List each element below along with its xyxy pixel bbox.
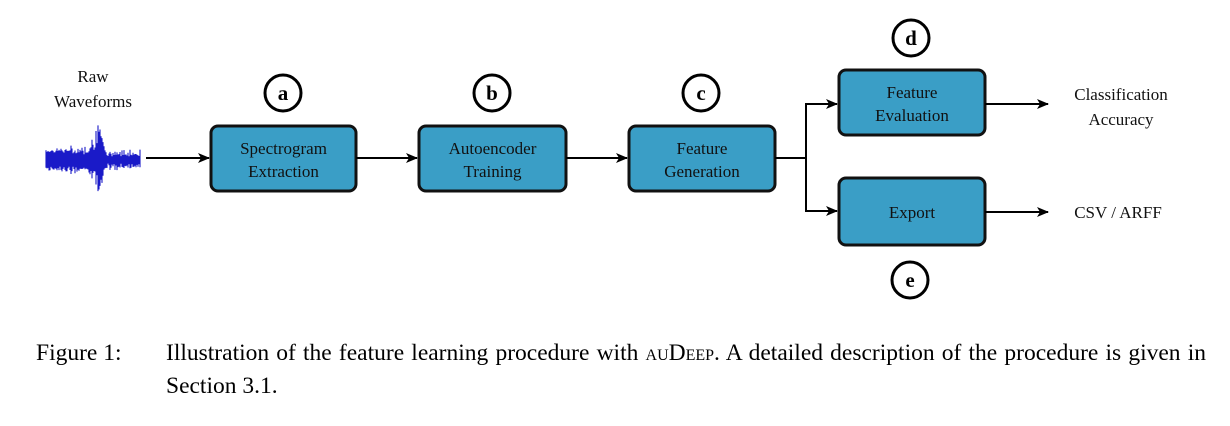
step-label-d-line1: Feature xyxy=(887,83,938,102)
caption-label: Figure 1: xyxy=(36,340,122,366)
output-label-accuracy-line1: Classification xyxy=(1074,85,1168,104)
arrow-generation-to-export xyxy=(805,158,838,216)
svg-text:d: d xyxy=(905,26,917,50)
step-label-c-line2: Generation xyxy=(664,162,740,181)
svg-text:c: c xyxy=(696,81,705,105)
badge-a: a xyxy=(263,73,303,113)
pipeline-diagram: Raw Waveforms Spectrogram Extraction Aut… xyxy=(45,18,1168,300)
badge-b: b xyxy=(472,73,512,113)
input-label-line1: Raw xyxy=(77,67,109,86)
svg-text:e: e xyxy=(905,268,914,292)
svg-text:b: b xyxy=(486,81,498,105)
badge-c: c xyxy=(681,73,721,113)
output-label-accuracy-line2: Accuracy xyxy=(1088,110,1154,129)
step-label-d-line2: Evaluation xyxy=(875,106,949,125)
caption-text-after: . A detailed description of the procedur… xyxy=(166,340,1206,399)
caption-tool-name: auDeep xyxy=(645,340,715,366)
caption-text: Illustration of the feature learning pro… xyxy=(166,337,1206,403)
step-label-b-line1: Autoencoder xyxy=(449,139,537,158)
waveform-icon xyxy=(45,125,141,192)
step-box-autoencoder-training xyxy=(417,124,568,193)
step-label-a-line1: Spectrogram xyxy=(240,139,327,158)
step-box-feature-evaluation xyxy=(837,68,987,137)
step-label-e: Export xyxy=(889,203,936,222)
output-label-export: CSV / ARFF xyxy=(1074,203,1162,222)
step-label-a-line2: Extraction xyxy=(248,162,319,181)
step-box-spectrogram-extraction xyxy=(209,124,358,193)
step-label-c-line1: Feature xyxy=(677,139,728,158)
arrow-generation-to-evaluation xyxy=(775,99,838,159)
badge-d: d xyxy=(891,18,931,58)
step-box-feature-generation xyxy=(627,124,777,193)
badge-e: e xyxy=(890,260,930,300)
figure-caption: Figure 1: Illustration of the feature le… xyxy=(36,337,1206,403)
caption-text-before: Illustration of the feature learning pro… xyxy=(166,340,639,366)
step-label-b-line2: Training xyxy=(464,162,522,181)
svg-text:a: a xyxy=(278,81,289,105)
input-label-line2: Waveforms xyxy=(54,92,132,111)
